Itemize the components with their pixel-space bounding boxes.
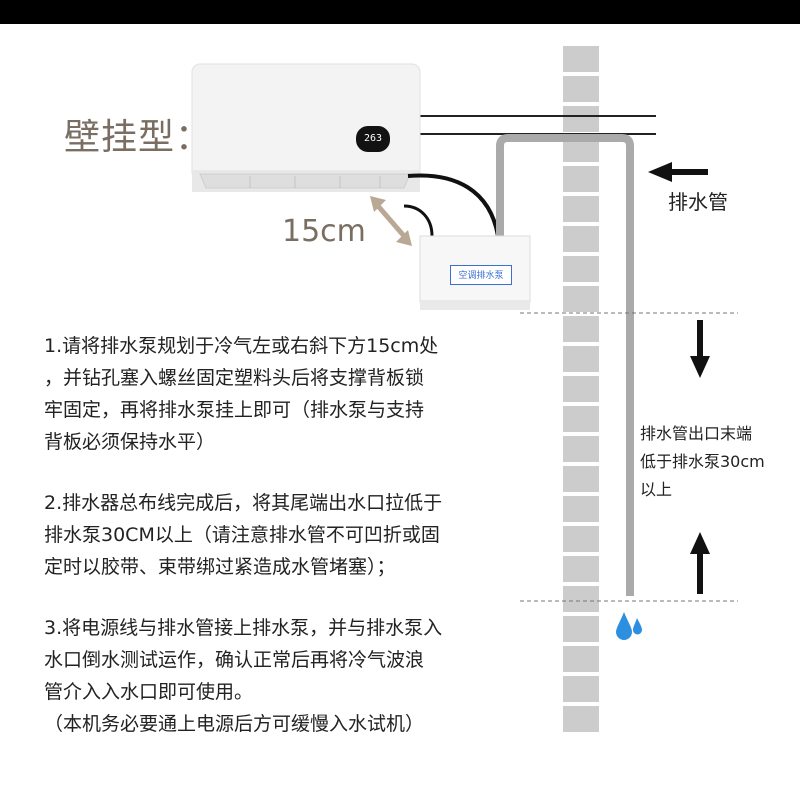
wall-brick bbox=[563, 436, 599, 462]
brick-wall bbox=[563, 46, 599, 732]
instruction-step-2: 2.排水器总布线完成后，将其尾端出水口拉低于 排水泵30CM以上（请注意排水管不… bbox=[44, 487, 534, 583]
wall-brick bbox=[563, 166, 599, 192]
instruction-line: 管介入入水口即可使用。 bbox=[44, 681, 254, 703]
instruction-line: ，并钻孔塞入螺丝固定塑料头后将支撑背板锁 bbox=[44, 367, 425, 389]
wall-brick bbox=[563, 706, 599, 732]
instruction-step-3: 3.将电源线与排水管接上排水泵，并与排水泵入 水口倒水测试运作，确认正常后再将冷… bbox=[44, 612, 534, 740]
arrow-down bbox=[690, 320, 710, 378]
instruction-line: （本机务必要通上电源后方可缓慢入水试机） bbox=[44, 713, 425, 735]
pump-label: 空调排水泵 bbox=[450, 265, 512, 285]
instruction-line: 牢固定，再将排水泵挂上即可（排水泵与支持 bbox=[44, 399, 425, 421]
arrow-up bbox=[690, 532, 710, 594]
drain-pipe bbox=[496, 134, 634, 596]
wall-brick bbox=[563, 646, 599, 672]
ac-display-panel: 263 bbox=[356, 126, 390, 152]
outlet-note-line: 以上 bbox=[640, 480, 673, 499]
instruction-line: 水口倒水测试运作，确认正常后再将冷气波浪 bbox=[44, 649, 425, 671]
instruction-line: 3.将电源线与排水管接上排水泵，并与排水泵入 bbox=[44, 617, 443, 639]
distance-double-arrow bbox=[370, 196, 412, 246]
wall-brick bbox=[563, 256, 599, 282]
wall-brick bbox=[563, 496, 599, 522]
wall-brick bbox=[563, 376, 599, 402]
wall-brick bbox=[563, 286, 599, 312]
water-drop-icon bbox=[616, 612, 642, 640]
wall-brick bbox=[563, 106, 599, 132]
wall-brick bbox=[563, 346, 599, 372]
wall-mount-type-label: 壁挂型： bbox=[64, 117, 213, 158]
distance-label: 15cm bbox=[282, 214, 366, 249]
instruction-line: 1.请将排水泵规划于冷气左或右斜下方15cm处 bbox=[44, 335, 439, 357]
wall-brick bbox=[563, 616, 599, 642]
ac-black-cable bbox=[407, 173, 500, 237]
wall-brick bbox=[563, 226, 599, 252]
wall-brick bbox=[563, 316, 599, 342]
outlet-height-note: 排水管出口末端 低于排水泵30cm 以上 bbox=[640, 420, 790, 504]
wall-brick bbox=[563, 526, 599, 552]
wall-brick bbox=[563, 676, 599, 702]
instruction-line: 定时以胶带、束带绑过紧造成水管堵塞）； bbox=[44, 556, 396, 578]
wall-brick bbox=[563, 586, 599, 612]
wall-brick bbox=[563, 196, 599, 222]
outlet-note-line: 排水管出口末端 bbox=[640, 424, 753, 443]
drain-pipe-arrow bbox=[648, 162, 708, 182]
wall-brick bbox=[563, 406, 599, 432]
installation-instructions: 1.请将排水泵规划于冷气左或右斜下方15cm处 ，并钻孔塞入螺丝固定塑料头后将支… bbox=[44, 330, 534, 769]
instruction-line: 排水泵30CM以上（请注意排水管不可凹折或固 bbox=[44, 524, 440, 546]
wall-brick bbox=[563, 556, 599, 582]
pump-power-cable bbox=[403, 204, 434, 237]
wall-brick bbox=[563, 466, 599, 492]
top-black-bar bbox=[0, 0, 800, 24]
wall-brick bbox=[563, 46, 599, 72]
instruction-step-1: 1.请将排水泵规划于冷气左或右斜下方15cm处 ，并钻孔塞入螺丝固定塑料头后将支… bbox=[44, 330, 534, 458]
instruction-line: 2.排水器总布线完成后，将其尾端出水口拉低于 bbox=[44, 492, 443, 514]
outlet-note-line: 低于排水泵30cm bbox=[640, 452, 765, 471]
wall-brick bbox=[563, 76, 599, 102]
instruction-line: 背板必须保持水平） bbox=[44, 431, 216, 453]
drain-pipe-label: 排水管 bbox=[668, 190, 728, 214]
